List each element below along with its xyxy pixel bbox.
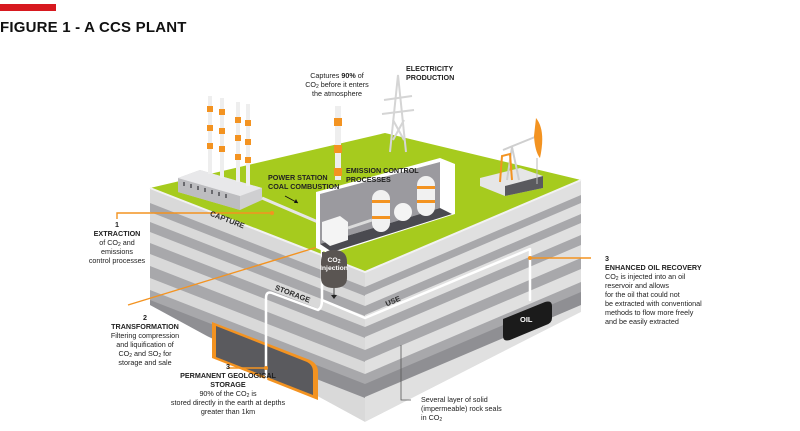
callout-text: control processes: [88, 256, 146, 265]
co2-injection-label: CO2 Injection: [316, 257, 352, 273]
callout-title: EXTRACTION: [93, 229, 141, 238]
co2-subscript: 2: [118, 242, 121, 248]
co2-pipelines: [264, 246, 532, 390]
callout-text: of CO: [99, 238, 118, 247]
callout-text: CO: [118, 349, 130, 358]
co2-subscript: 2: [615, 276, 619, 282]
power-station: [178, 96, 319, 224]
power-station-line2: COAL COMBUSTION: [268, 182, 340, 191]
callout-number: 1: [115, 220, 119, 229]
callout-number: 3: [605, 254, 609, 263]
capture-note: Captures 90% of CO2 before it enters the…: [298, 71, 376, 98]
callout-text: CO: [605, 272, 616, 281]
so2-subscript: 2: [158, 353, 162, 359]
callout-extraction: 1 EXTRACTION of CO2 and emissions contro…: [72, 220, 162, 265]
emission-line1: EMISSION CONTROL: [346, 166, 419, 175]
right-rock-layers: [365, 180, 581, 422]
capture-note-text: Captures: [310, 71, 342, 80]
callout-title: TRANSFORMATION: [111, 322, 179, 331]
callout-number: 2: [143, 313, 147, 322]
callout-text: methods to flow more freely: [605, 308, 694, 317]
co2-subscript: 2: [337, 259, 341, 265]
callout-text: emissions: [101, 247, 133, 256]
emission-control-unit: [316, 158, 455, 254]
electricity-production-label: ELECTRICITY PRODUCTION: [406, 64, 454, 82]
power-station-line1: POWER STATION: [268, 173, 328, 182]
title-accent-bar: [0, 4, 56, 11]
emission-chimney: [334, 106, 342, 180]
callout-text: and liquification of: [116, 340, 174, 349]
co2-subscript: 2: [439, 417, 443, 423]
co2-text: CO: [305, 80, 317, 89]
co2-subscript: 2: [316, 84, 319, 90]
callout-text: (impermeable) rock seals: [421, 404, 502, 413]
callout-title: STORAGE: [210, 380, 246, 389]
callout-text: be extracted with conventional: [605, 299, 702, 308]
callout-number: 3: [226, 362, 230, 371]
electricity-line2: PRODUCTION: [406, 73, 455, 82]
callout-text: and be easily extracted: [605, 317, 679, 326]
oil-reservoir: [503, 301, 552, 341]
callout-text: and SO: [132, 349, 159, 358]
emission-line2: PROCESSES: [346, 175, 391, 184]
co2-subscript: 2: [129, 353, 132, 359]
callout-text: storage and sale: [118, 358, 172, 367]
electricity-line1: ELECTRICITY: [406, 64, 454, 73]
capture-note-of: of: [355, 71, 364, 80]
callout-title: PERMANENT GEOLOGICAL: [180, 371, 276, 380]
electricity-pylon: [381, 74, 415, 153]
callout-text: for the oil that could not: [605, 290, 680, 299]
callout-lines: [116, 212, 591, 369]
callout-text: stored directly in the earth at depths: [170, 398, 286, 407]
callout-text: 90% of the CO: [199, 389, 247, 398]
callout-text: in CO: [421, 413, 440, 422]
oil-pump-jack: [480, 118, 543, 196]
co2-text: CO: [327, 257, 338, 264]
injection-text: Injection: [320, 265, 348, 272]
callout-enhanced-oil-recovery: 3 ENHANCED OIL RECOVERY CO2 is injected …: [605, 254, 735, 326]
emission-control-label: EMISSION CONTROL PROCESSES: [346, 166, 419, 184]
callout-text: greater than 1km: [200, 407, 256, 416]
callout-transformation: 2 TRANSFORMATION Filtering compression a…: [100, 313, 190, 367]
callout-text: Several layer of solid: [421, 395, 488, 404]
callout-text: for: [161, 349, 172, 358]
callout-text: is: [249, 389, 257, 398]
callout-permanent-storage: 3 PERMANENT GEOLOGICAL STORAGE 90% of th…: [158, 362, 298, 416]
co2-injection-badge: [321, 250, 347, 299]
callout-text: Filtering compression: [110, 331, 180, 340]
callout-title: ENHANCED OIL RECOVERY: [605, 263, 702, 272]
oil-label: OIL: [520, 315, 533, 324]
figure-title: FIGURE 1 - A CCS PLANT: [0, 19, 187, 36]
power-station-label: POWER STATION COAL COMBUSTION: [268, 173, 339, 191]
callout-text: and: [120, 238, 135, 247]
rock-callout-line: [400, 345, 411, 401]
capture-percent: 90%: [341, 71, 356, 80]
callout-text: is injected into an oil: [618, 272, 686, 281]
capture-note-text2: before it enters: [318, 80, 369, 89]
co2-subscript: 2: [246, 393, 250, 399]
callout-rock-seals: Several layer of solid (impermeable) roc…: [421, 395, 531, 423]
capture-note-text3: the atmosphere: [312, 89, 362, 98]
callout-text: reservoir and allows: [605, 281, 669, 290]
